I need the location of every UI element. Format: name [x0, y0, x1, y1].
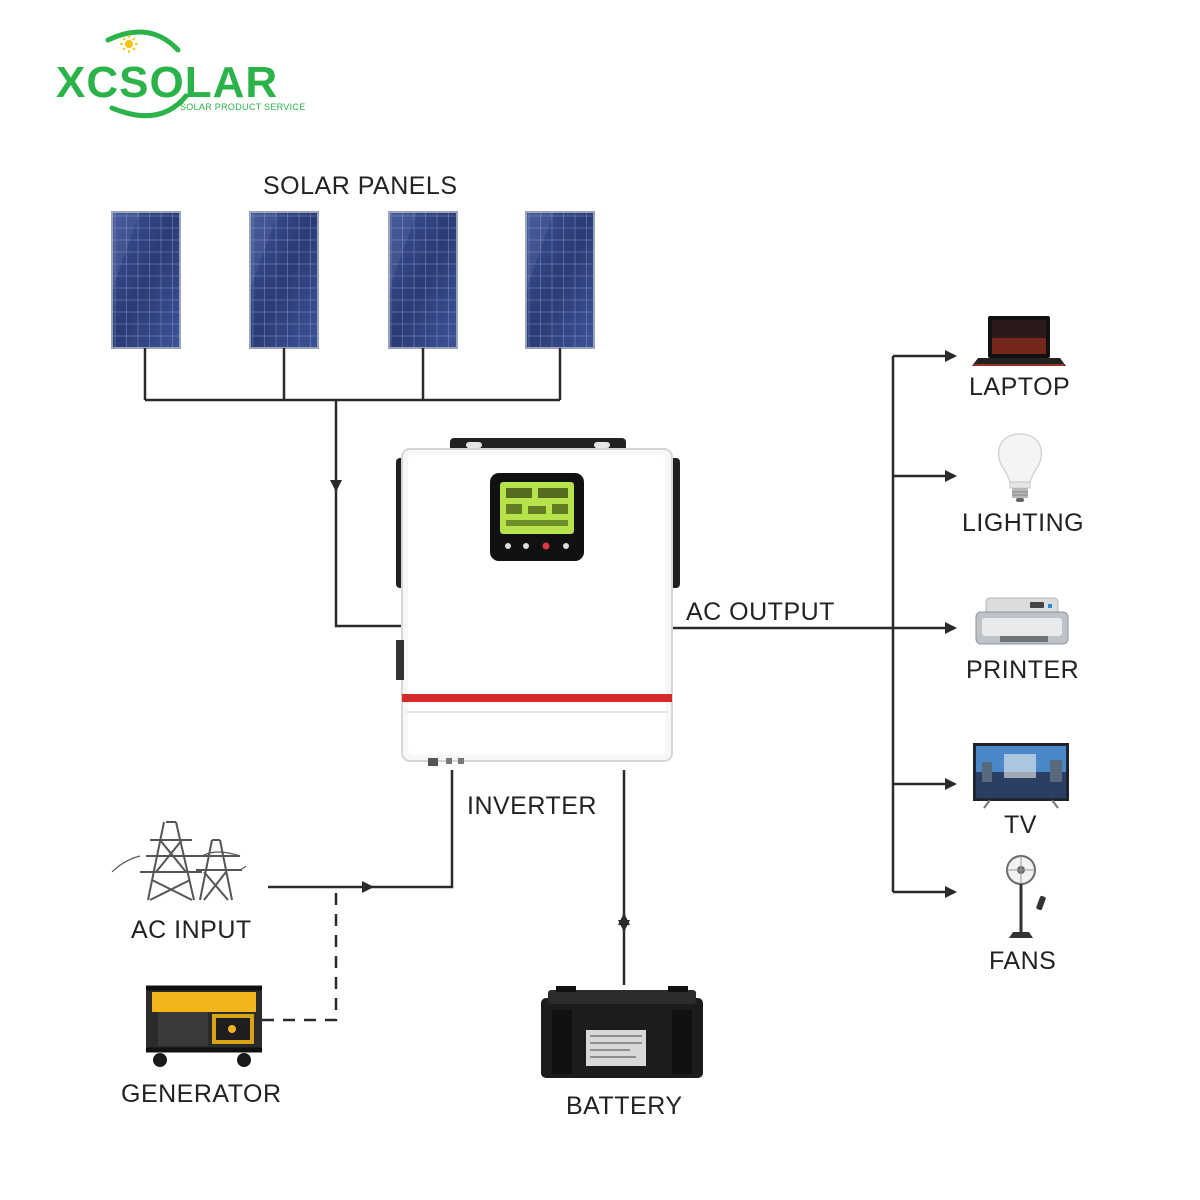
terminal-connectors [428, 758, 464, 766]
light-bulb-icon [997, 433, 1043, 502]
inverter-label: INVERTER [467, 792, 597, 820]
sun-icon [120, 35, 138, 53]
wiring [143, 348, 957, 985]
power-tower-icon [111, 821, 247, 901]
solar-panels-label: SOLAR PANELS [263, 172, 458, 200]
laptop-icon [972, 316, 1066, 366]
ac-output-label: AC OUTPUT [686, 598, 835, 626]
solar-panel-icon [525, 211, 595, 349]
generator-icon [146, 985, 262, 1067]
solar-panels [111, 211, 595, 349]
solar-panel-icon [249, 211, 319, 349]
solar-panel-icon [111, 211, 181, 349]
generator-dashed-line [262, 890, 338, 1022]
generator-label: GENERATOR [121, 1080, 282, 1108]
lcd-display [490, 473, 584, 561]
brand-tagline: SOLAR PRODUCT SERVICE [180, 102, 306, 112]
printer-icon [975, 597, 1069, 645]
solar-panel-icon [388, 211, 458, 349]
tv-icon [973, 743, 1069, 809]
inverter-icon [396, 438, 680, 766]
load-label-fans: FANS [989, 947, 1057, 975]
ac-input-label: AC INPUT [131, 916, 252, 944]
brand-name: XCSOLAR [56, 58, 279, 107]
battery-icon [541, 986, 703, 1078]
load-label-printer: PRINTER [966, 656, 1080, 684]
battery-label: BATTERY [566, 1092, 683, 1120]
load-label-laptop: LAPTOP [969, 373, 1071, 401]
logo-mark [105, 29, 189, 119]
load-label-tv: TV [1004, 811, 1037, 839]
fan-icon [1006, 855, 1046, 938]
load-label-lighting: LIGHTING [962, 509, 1085, 537]
